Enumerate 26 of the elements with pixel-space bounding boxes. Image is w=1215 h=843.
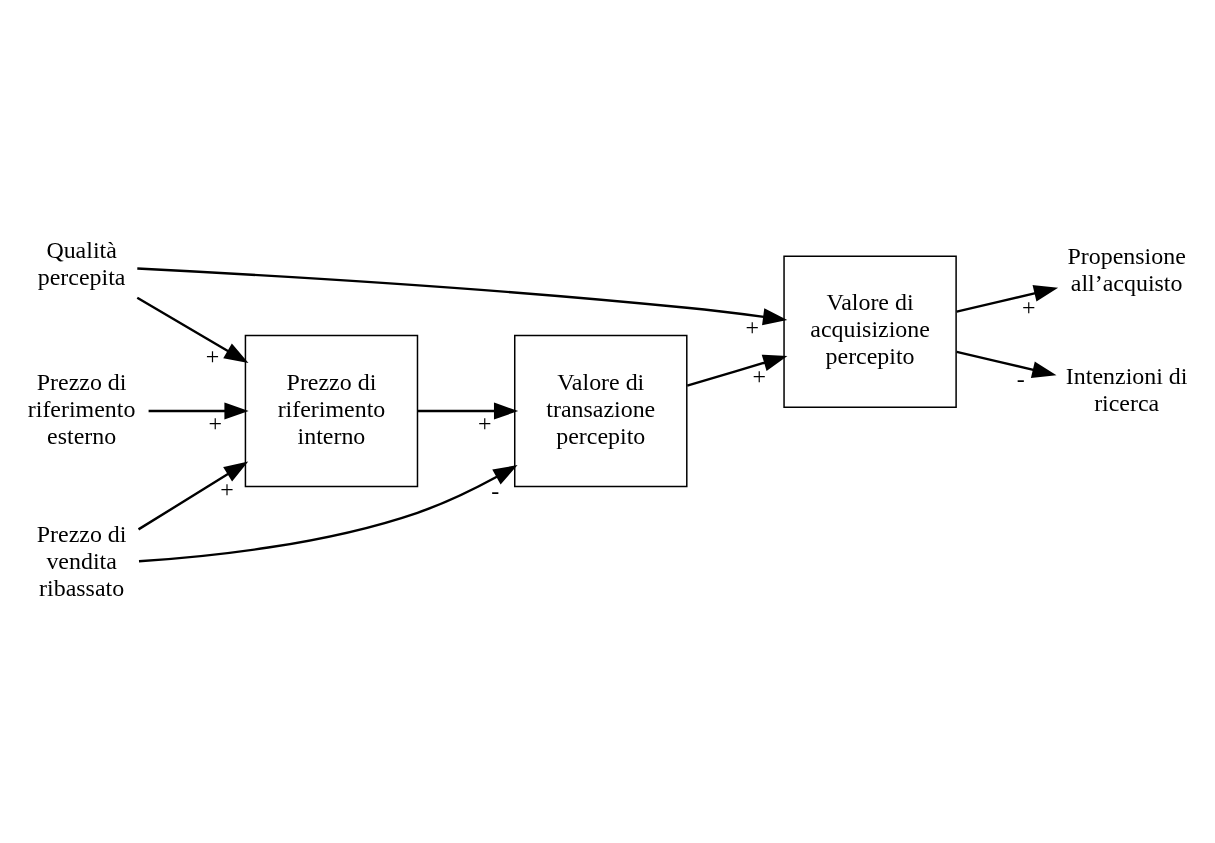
- arrow: [136, 296, 249, 364]
- edge-label: +: [478, 409, 492, 436]
- node-text: Propensione all’acquisto: [1067, 243, 1186, 297]
- edge-label: +: [208, 409, 222, 436]
- edge-label: +: [205, 342, 220, 369]
- arrow: [956, 350, 1057, 379]
- arrow: [138, 465, 518, 563]
- edge-label: +: [220, 475, 234, 502]
- edge-label: +: [745, 313, 759, 340]
- node-text: Intenzioni di ricerca: [1065, 362, 1188, 416]
- node-box: Valore di acquisizione percepito: [783, 255, 957, 409]
- arrow: [137, 267, 788, 326]
- arrow: [686, 354, 788, 387]
- edge-label: +: [752, 363, 767, 390]
- node-box: Prezzo di riferimento interno: [244, 334, 419, 488]
- edge-label: -: [1016, 365, 1025, 392]
- edge-label: +: [1022, 293, 1036, 320]
- arrow: [148, 402, 249, 420]
- node-text: Qualità percepita: [37, 237, 126, 291]
- node-text: Prezzo di riferimento esterno: [27, 368, 136, 449]
- node-text: Prezzo di vendita ribassato: [36, 521, 127, 602]
- edge-label: -: [491, 478, 500, 505]
- arrow: [956, 285, 1059, 313]
- arrow: [417, 402, 519, 420]
- arrow: [137, 461, 249, 531]
- node-box: Valore di transazione percepito: [514, 334, 688, 488]
